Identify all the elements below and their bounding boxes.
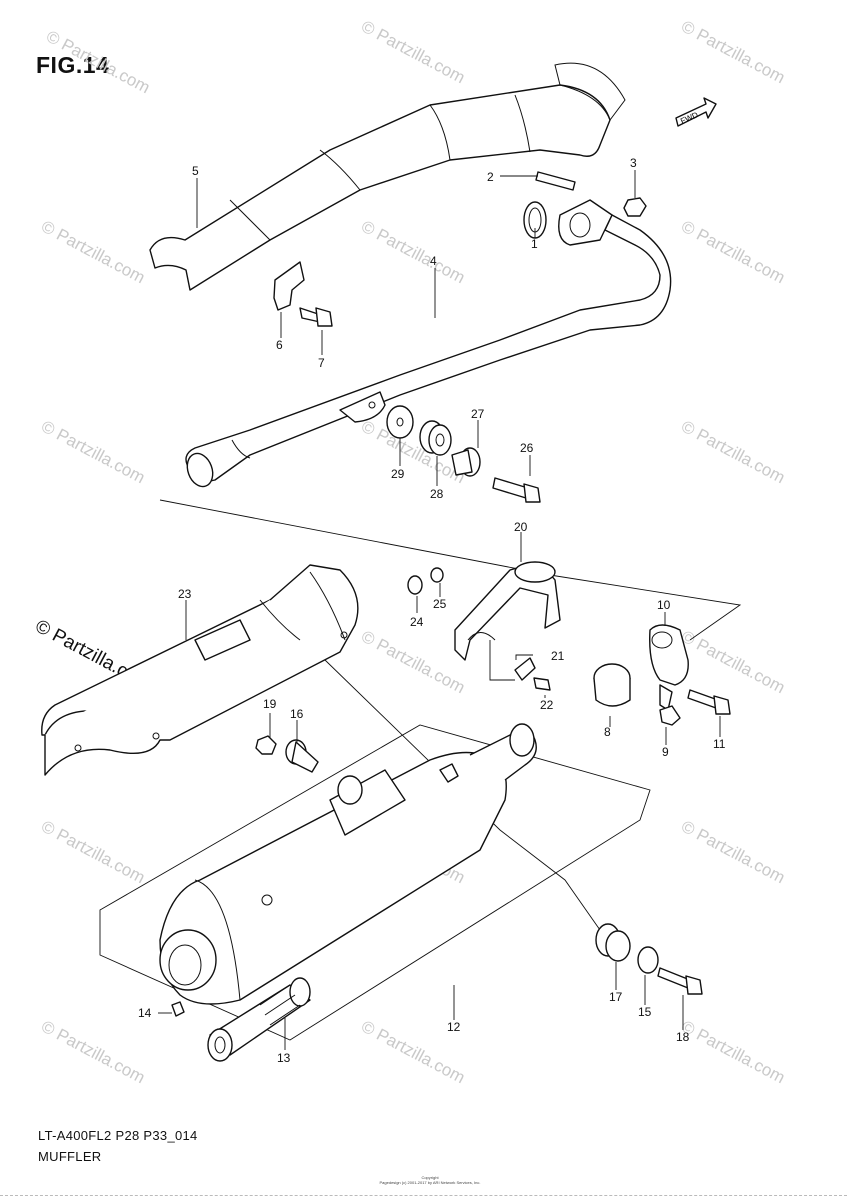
- grommet-28: [419, 420, 452, 456]
- washer-15: [637, 946, 659, 974]
- watermark-text: © Partzilla.com: [678, 627, 788, 698]
- clamp-bolt: [687, 689, 731, 715]
- exhaust-nut: [623, 197, 647, 217]
- callout-28[interactable]: 28: [430, 487, 444, 501]
- callout-29[interactable]: 29: [391, 467, 405, 481]
- callout-leader-lines: [158, 170, 721, 1050]
- page-bottom-divider: [0, 1195, 847, 1196]
- washer-24: [407, 575, 423, 595]
- watermark-text: © Partzilla.com: [678, 17, 788, 88]
- copyright-line-2: Pagedesign (c) 2001-2017 by ARI Network …: [379, 1180, 481, 1185]
- callout-20[interactable]: 20: [514, 520, 528, 534]
- callout-23[interactable]: 23: [178, 587, 192, 601]
- watermark-text: © Partzilla.com: [38, 1017, 148, 1088]
- watermark-text: © Partzilla.com: [38, 217, 148, 288]
- fwd-label: FWD: [679, 110, 700, 126]
- collar-27: [451, 447, 481, 477]
- callout-18[interactable]: 18: [676, 1030, 690, 1044]
- callout-8[interactable]: 8: [604, 725, 611, 739]
- watermark-text: © Partzilla.com: [678, 817, 788, 888]
- bolt-26: [492, 477, 541, 503]
- screw-14: [171, 1001, 185, 1017]
- callout-21[interactable]: 21: [551, 649, 565, 663]
- nut-19: [255, 735, 277, 755]
- watermark-text: © Partzilla.com: [678, 417, 788, 488]
- muffler: [159, 723, 537, 1005]
- watermark-text: © Partzilla.com: [678, 1017, 788, 1088]
- callout-22[interactable]: 22: [540, 698, 554, 712]
- joint-gasket: [593, 663, 631, 707]
- watermark-text: © Partzilla.com: [358, 627, 468, 698]
- shield-bolt: [299, 307, 333, 327]
- callout-6[interactable]: 6: [276, 338, 283, 352]
- watermark-text: © Partzilla.com: [38, 817, 148, 888]
- callout-16[interactable]: 16: [290, 707, 304, 721]
- washer-29: [386, 405, 414, 439]
- screw-22: [533, 677, 551, 691]
- pipe-clamp: [649, 624, 689, 711]
- watermark-text: © Partzilla.com: [43, 27, 153, 98]
- copyright-line-1: Copyright: [421, 1175, 439, 1180]
- shield-bracket: [273, 261, 305, 311]
- watermark-text: © Partzilla.com: [358, 417, 468, 488]
- callout-17[interactable]: 17: [609, 990, 623, 1004]
- callout-15[interactable]: 15: [638, 1005, 652, 1019]
- spark-arrester: [207, 977, 311, 1062]
- screw-25: [430, 567, 444, 583]
- clamp-nut: [659, 705, 681, 726]
- watermark-text: © Partzilla.com: [38, 417, 148, 488]
- watermark-text: © Partzilla.com: [358, 17, 468, 88]
- exhaust-pipe: [185, 214, 672, 488]
- bolt-18: [657, 967, 703, 995]
- callout-7[interactable]: 7: [318, 356, 325, 370]
- callout-25[interactable]: 25: [433, 597, 447, 611]
- callout-5[interactable]: 5: [192, 164, 199, 178]
- callout-24[interactable]: 24: [410, 615, 424, 629]
- heat-shield-upper: [149, 62, 626, 291]
- callout-10[interactable]: 10: [657, 598, 671, 612]
- muffler-assembly-outline: [99, 724, 651, 1041]
- collar-16: [285, 739, 319, 773]
- callout-12[interactable]: 12: [447, 1020, 461, 1034]
- callout-11[interactable]: 11: [713, 737, 726, 751]
- section-name: MUFFLER: [38, 1149, 102, 1164]
- callout-13[interactable]: 13: [277, 1051, 291, 1065]
- watermark-text: © Partzilla.com: [678, 217, 788, 288]
- callout-19[interactable]: 19: [263, 697, 277, 711]
- model-code: LT-A400FL2 P28 P33_014: [38, 1128, 198, 1143]
- watermark-text: © Partzilla.com: [358, 217, 468, 288]
- callout-3[interactable]: 3: [630, 156, 637, 170]
- flange-plate: [558, 199, 613, 246]
- copyright-notice: Copyright Pagedesign (c) 2001-2017 by AR…: [360, 1175, 500, 1185]
- callout-4[interactable]: 4: [430, 254, 437, 268]
- fwd-arrow-icon: FWD: [675, 97, 717, 127]
- figure-title: FIG.14: [36, 52, 110, 78]
- heat-shield-lower: [41, 564, 359, 776]
- callout-27[interactable]: 27: [471, 407, 485, 421]
- callout-14[interactable]: 14: [138, 1006, 152, 1020]
- callout-9[interactable]: 9: [662, 745, 669, 759]
- callout-26[interactable]: 26: [520, 441, 534, 455]
- grommet-17: [595, 923, 631, 962]
- joint-cover: [454, 561, 561, 661]
- callout-2[interactable]: 2: [487, 170, 494, 184]
- clamp-21: [514, 657, 536, 681]
- exhaust-stud: [535, 171, 576, 191]
- watermark-layer: © Partzilla.com © Partzilla.com © Partzi…: [32, 17, 789, 1088]
- callout-numbers: 1 2 3 4 5 6 7 8 9 10 11 12 13 14 15 16 1…: [138, 156, 726, 1065]
- callout-1[interactable]: 1: [531, 237, 538, 251]
